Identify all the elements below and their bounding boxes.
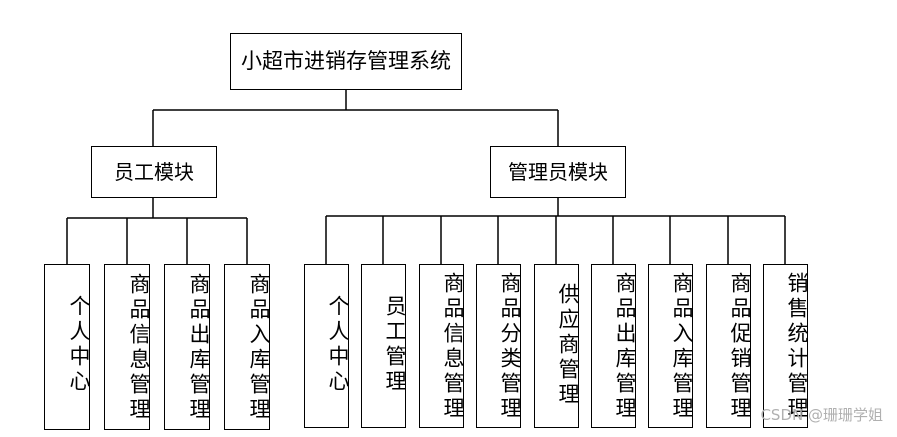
admin-child-node: 商品入库管理 — [648, 264, 694, 428]
admin-child-node: 商品出库管理 — [591, 264, 637, 428]
employee-child-label: 商品信息管理 — [127, 273, 151, 423]
root-label: 小超市进销存管理系统 — [241, 49, 451, 73]
admin-child-node: 商品促销管理 — [706, 264, 752, 428]
admin-child-label: 商品促销管理 — [728, 272, 752, 422]
admin-child-label: 员工管理 — [383, 295, 407, 395]
employee-child-label: 商品入库管理 — [247, 273, 271, 423]
admin-module-label: 管理员模块 — [508, 160, 608, 184]
employee-child-node: 商品信息管理 — [104, 264, 151, 430]
admin-child-label: 供应商管理 — [556, 283, 580, 408]
employee-module-node: 员工模块 — [91, 146, 217, 198]
watermark: CSDN @珊珊学姐 — [760, 406, 883, 424]
admin-child-label: 商品出库管理 — [613, 272, 637, 422]
admin-child-node: 供应商管理 — [534, 264, 580, 428]
admin-module-node: 管理员模块 — [490, 146, 626, 198]
admin-child-label: 个人中心 — [326, 295, 350, 395]
root-node: 小超市进销存管理系统 — [230, 33, 462, 90]
admin-child-label: 商品信息管理 — [441, 272, 465, 422]
employee-child-node: 个人中心 — [44, 264, 91, 430]
admin-child-node: 个人中心 — [304, 264, 350, 428]
admin-child-node: 销售统计管理 — [763, 264, 809, 428]
admin-child-node: 员工管理 — [361, 264, 407, 428]
admin-child-node: 商品信息管理 — [419, 264, 465, 428]
employee-child-node: 商品出库管理 — [164, 264, 211, 430]
employee-child-label: 个人中心 — [67, 295, 91, 395]
admin-child-label: 商品分类管理 — [498, 272, 522, 422]
admin-child-node: 商品分类管理 — [476, 264, 522, 428]
admin-child-label: 销售统计管理 — [785, 272, 809, 422]
employee-child-node: 商品入库管理 — [224, 264, 271, 430]
employee-child-label: 商品出库管理 — [187, 273, 211, 423]
employee-module-label: 员工模块 — [114, 160, 194, 184]
admin-child-label: 商品入库管理 — [670, 272, 694, 422]
